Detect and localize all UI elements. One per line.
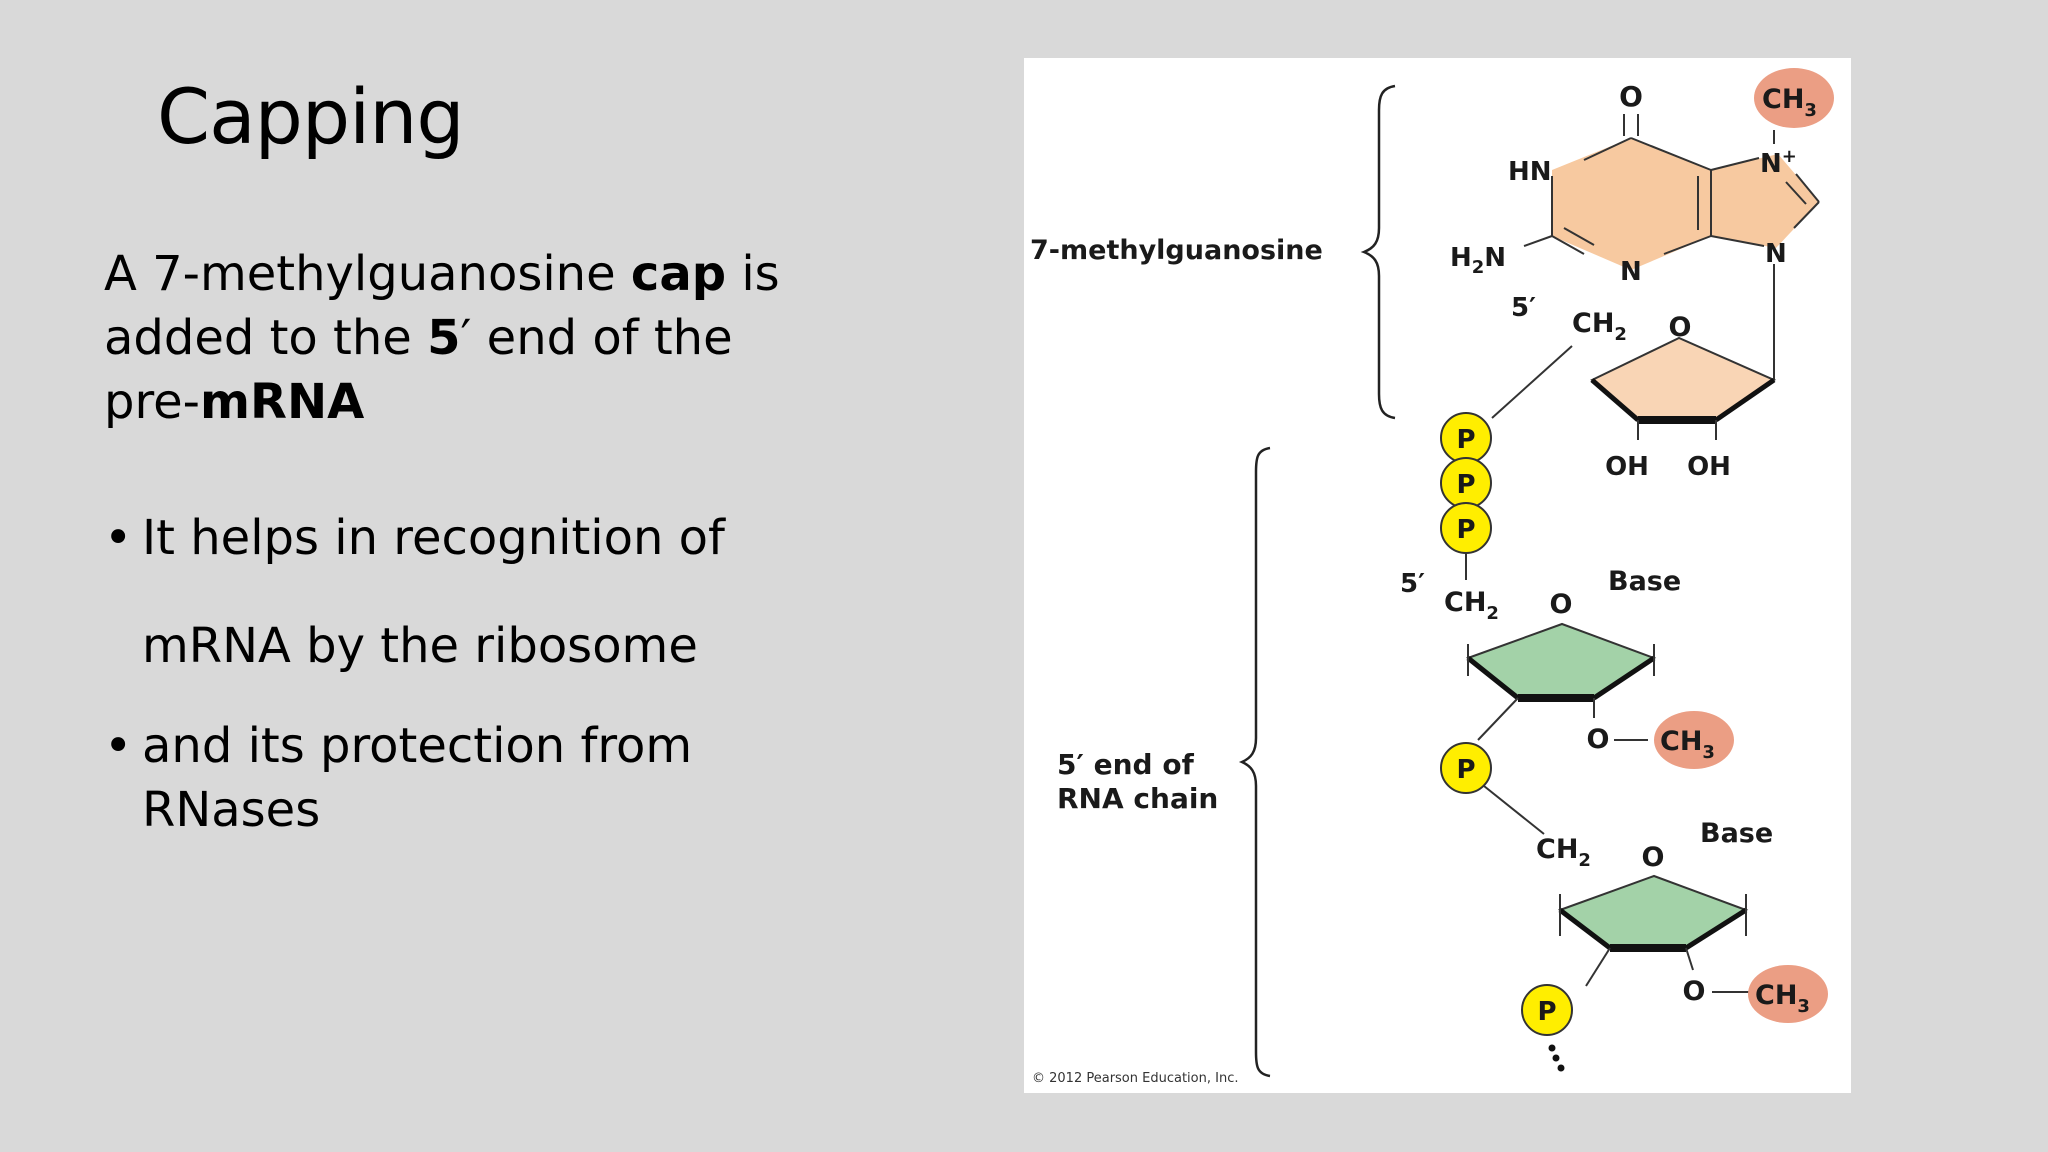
atom-hn: HN bbox=[1508, 157, 1552, 187]
phosphate-3 bbox=[1440, 502, 1492, 554]
methyl-blob-nt1 bbox=[1654, 711, 1734, 769]
triphosphate: P P P bbox=[1440, 412, 1492, 580]
phosphate-5 bbox=[1521, 984, 1573, 1036]
label-7-methylguanosine: 7-methylguanosine bbox=[1030, 235, 1323, 266]
chain-continues-dots bbox=[1548, 1044, 1565, 1072]
atom-o-nt2-2prime: O bbox=[1683, 976, 1706, 1007]
bond-cap-ch2-p bbox=[1491, 345, 1573, 419]
atom-h2n: H2N bbox=[1450, 243, 1506, 278]
atom-oh-left: OH bbox=[1605, 452, 1649, 482]
atom-o-nt1-2prime: O bbox=[1587, 724, 1610, 755]
mrna-cap-diagram: 7-methylguanosine 5′ end of RNA chain O … bbox=[1024, 58, 1851, 1093]
atom-o-top: O bbox=[1619, 80, 1643, 113]
intro-text: A 7-methylguanosine cap is added to the … bbox=[104, 246, 780, 430]
slide-title: Capping bbox=[157, 72, 465, 161]
atom-o-nt1-ring: O bbox=[1550, 589, 1573, 620]
svg-text:P: P bbox=[1456, 425, 1475, 455]
bullet-list: It helps in recognition of mRNA by the r… bbox=[104, 484, 824, 842]
label-5-end-line1: 5′ end of bbox=[1057, 748, 1195, 781]
atom-n-bottom: N bbox=[1620, 257, 1642, 287]
guanine-bonds bbox=[1523, 114, 1820, 380]
atom-ch2-cap: CH2 bbox=[1572, 308, 1627, 345]
atom-ch2-nt2: CH2 bbox=[1536, 834, 1591, 871]
atom-n-right: N bbox=[1765, 239, 1787, 269]
svg-text:P: P bbox=[1537, 997, 1556, 1027]
brace-cap bbox=[1360, 84, 1396, 420]
guanine-five-ring bbox=[1711, 154, 1819, 248]
atom-ch3-nt2: CH3 bbox=[1755, 980, 1810, 1017]
atom-ch3-nt1: CH3 bbox=[1660, 726, 1715, 763]
ribose-nt1 bbox=[1465, 622, 1657, 699]
svg-text:P: P bbox=[1456, 755, 1475, 785]
atom-oh-right: OH bbox=[1687, 452, 1731, 482]
atom-o-cap-ring: O bbox=[1669, 312, 1692, 343]
atom-ch2-nt1: CH2 bbox=[1444, 587, 1499, 624]
label-base-1: Base bbox=[1608, 566, 1681, 597]
nt1-5-prime: 5′ bbox=[1400, 569, 1425, 599]
diagram-svg: 7-methylguanosine 5′ end of RNA chain O … bbox=[1030, 68, 1834, 1086]
atom-ch3-cap: CH3 bbox=[1762, 84, 1817, 121]
label-base-2: Base bbox=[1700, 818, 1773, 849]
copyright-notice: © 2012 Pearson Education, Inc. bbox=[1032, 1071, 1238, 1086]
brace-chain bbox=[1238, 446, 1271, 1078]
methyl-blob-nt2 bbox=[1748, 965, 1828, 1023]
label-5-end-line2: RNA chain bbox=[1057, 782, 1218, 815]
svg-text:P: P bbox=[1456, 515, 1475, 545]
atom-n-plus: N+ bbox=[1760, 146, 1797, 179]
bullet-recognition: It helps in recognition of mRNA by the r… bbox=[104, 484, 824, 700]
svg-text:P: P bbox=[1456, 470, 1475, 500]
guanine-six-ring bbox=[1552, 138, 1711, 270]
phosphate-4 bbox=[1440, 742, 1492, 794]
methyl-blob-cap bbox=[1754, 68, 1834, 128]
ribose-cap bbox=[1590, 336, 1777, 421]
atom-o-nt2-ring: O bbox=[1642, 842, 1665, 873]
bullet-protection: and its protection from RNases bbox=[104, 714, 824, 842]
ribose-nt2 bbox=[1557, 874, 1749, 949]
cap-5-prime: 5′ bbox=[1511, 293, 1536, 323]
